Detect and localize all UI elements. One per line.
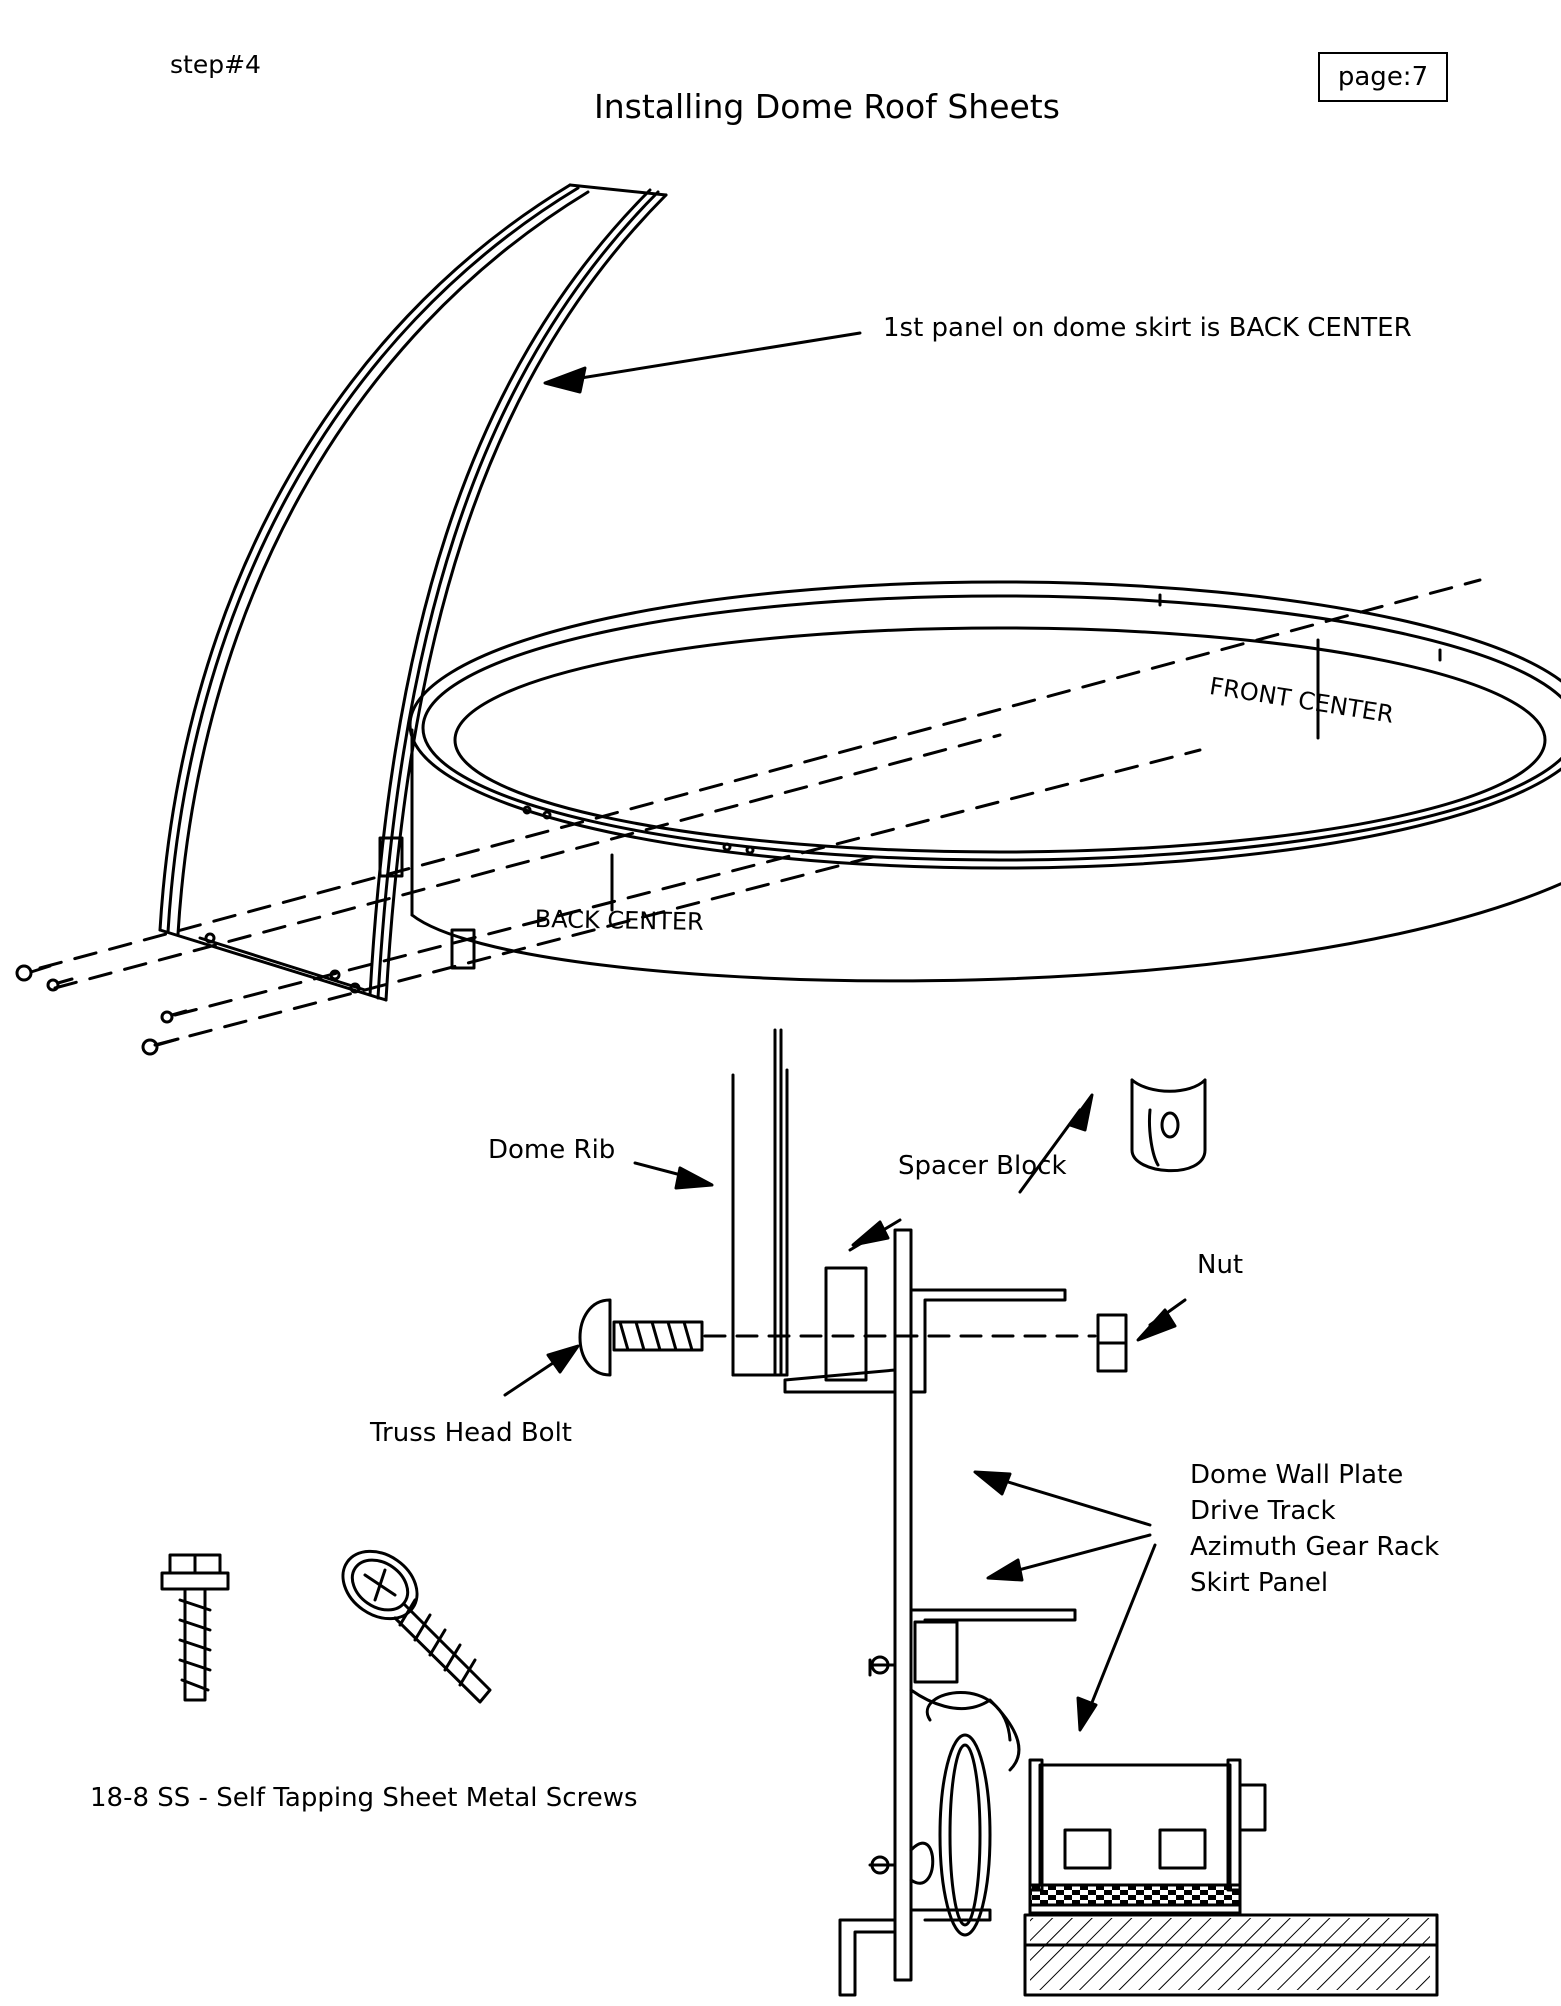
dome-wall-plate <box>893 1228 913 1982</box>
skirt-panel-label: Skirt Panel <box>1190 1568 1329 1598</box>
dome-skirt-ring <box>378 580 1561 983</box>
step-number: step#4 <box>170 50 261 79</box>
screw-phillips-head <box>341 1549 492 1704</box>
spacer-block-label: Spacer Block <box>898 1151 1067 1181</box>
loose-screws <box>15 964 188 1056</box>
truss-head-bolt-label: Truss Head Bolt <box>370 1418 572 1448</box>
back-center-label: BACK CENTER <box>534 905 704 936</box>
page-number-box: page:7 <box>1318 52 1448 102</box>
azimuth-gear-rack-label: Azimuth Gear Rack <box>1190 1532 1440 1562</box>
page-title: Installing Dome Roof Sheets <box>594 87 1060 126</box>
dome-rib-section <box>731 1028 789 1377</box>
spacer-block <box>824 1266 868 1382</box>
nut-label: Nut <box>1197 1250 1244 1280</box>
screws-caption: 18-8 SS - Self Tapping Sheet Metal Screw… <box>90 1783 638 1813</box>
dome-panel <box>158 183 668 1002</box>
drive-track-label: Drive Track <box>1190 1496 1336 1526</box>
dome-wall-plate-label: Dome Wall Plate <box>1190 1460 1404 1490</box>
spacer-block-part <box>1130 1078 1207 1173</box>
dome-rib-label: Dome Rib <box>488 1135 616 1165</box>
screw-hex-head <box>160 1553 230 1702</box>
truss-head-bolt <box>578 1298 704 1377</box>
first-panel-label: 1st panel on dome skirt is BACK CENTER <box>883 313 1412 343</box>
alignment-lines <box>38 578 1482 1047</box>
